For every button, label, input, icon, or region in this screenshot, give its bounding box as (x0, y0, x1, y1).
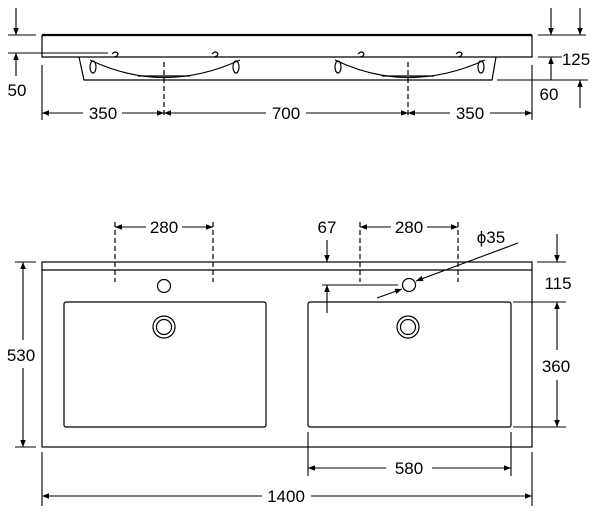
dim-label-right-offset: 350 (456, 104, 484, 123)
bowl-curve-right (334, 59, 486, 78)
label-bg (2, 343, 40, 365)
basin-left (63, 301, 267, 428)
drain-left-icon (152, 315, 176, 339)
dim-label-bowl-depth: 360 (542, 357, 570, 376)
dim-label-total-width: 1400 (267, 487, 305, 506)
dim-label-slab-height: 125 (562, 50, 590, 69)
dim-label-bowl-depth: 60 (540, 85, 559, 104)
bowl-curve-left (89, 59, 241, 78)
dim-label-bowl-width: 580 (395, 459, 423, 478)
dim-label-tap-hole-diameter: ϕ35 (477, 228, 505, 247)
dim-label-front-to-bowl: 115 (544, 274, 571, 293)
basin-right (307, 301, 512, 428)
dim-leader (415, 242, 519, 282)
bowl-underside (78, 56, 497, 81)
dim-leader (376, 288, 403, 299)
overflow-hooks (89, 51, 485, 74)
slab-outline (41, 35, 533, 58)
dim-label-tap-spacing-left: 280 (150, 218, 178, 237)
dim-label-overflow-height: 50 (8, 81, 27, 100)
dim-label-tap-spacing-right: 280 (395, 218, 423, 237)
side-view: 50 125 60 350 700 350 (8, 8, 590, 123)
drain-right-icon (396, 315, 420, 339)
countertop-outline (41, 261, 533, 448)
top-view: 280 280 67 ϕ35 115 360 530 (2, 218, 572, 506)
tap-hole-right (401, 277, 417, 293)
dim-label-center-distance: 700 (272, 104, 300, 123)
tap-hole-left (156, 278, 172, 294)
dim-label-left-offset: 350 (89, 104, 117, 123)
dim-label-depth: 530 (7, 346, 35, 365)
dim-label-tap-hole-offset: 67 (318, 218, 337, 237)
